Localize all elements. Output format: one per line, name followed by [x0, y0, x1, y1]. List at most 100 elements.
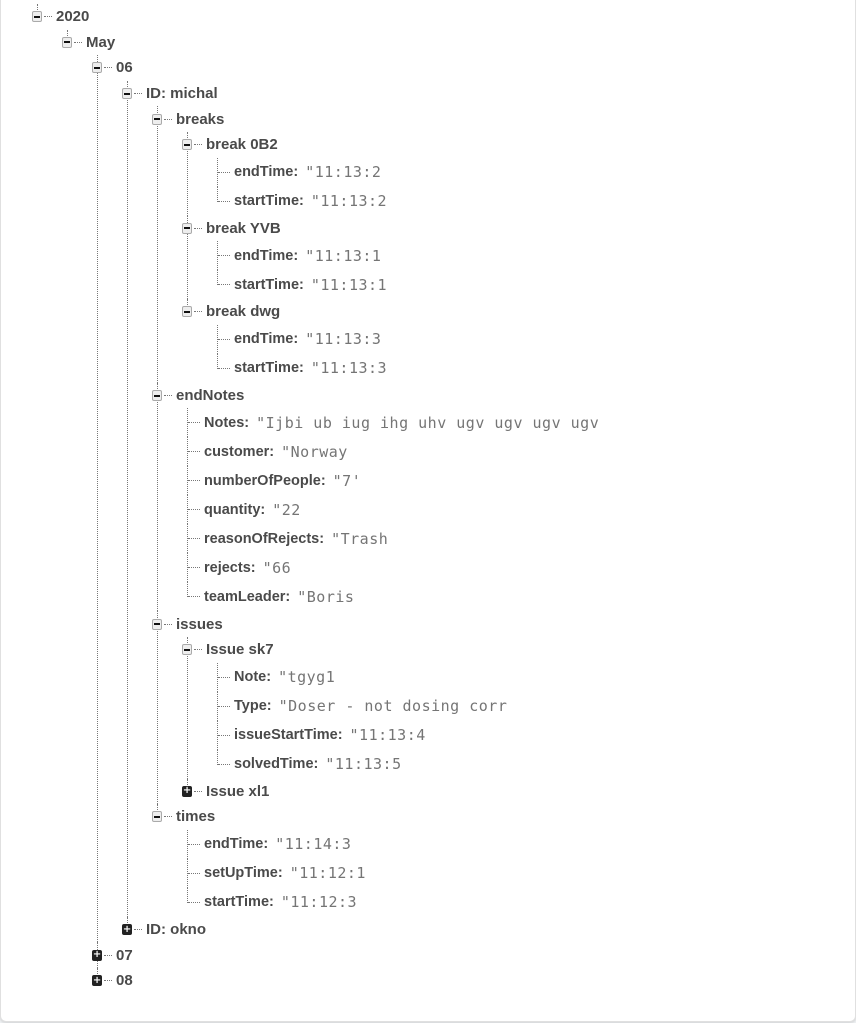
node-key[interactable]: break dwg: [206, 303, 281, 321]
field-value[interactable]: "Norway: [281, 442, 348, 461]
collapse-icon[interactable]: [152, 811, 162, 823]
field-starttime: startTime:"11:13:1: [212, 270, 599, 299]
node-key[interactable]: breaks: [176, 110, 225, 128]
node-key[interactable]: ID: okno: [146, 921, 206, 939]
node-issue-xl1[interactable]: Issue xl1: [182, 778, 599, 805]
field-quantity: quantity:"22: [182, 495, 599, 525]
field-value[interactable]: "tgyg1: [278, 668, 336, 687]
field-value[interactable]: "11:13:2: [310, 192, 388, 211]
expand-icon[interactable]: [122, 924, 132, 936]
expand-icon[interactable]: [92, 975, 102, 987]
field-value[interactable]: "11:12:1: [289, 864, 366, 883]
field-value[interactable]: "11:13:1: [305, 246, 382, 265]
node-key[interactable]: 2020: [56, 8, 90, 26]
collapse-icon[interactable]: [62, 36, 72, 48]
node-row[interactable]: May: [62, 30, 599, 56]
field-value[interactable]: "22: [272, 500, 301, 519]
collapse-icon[interactable]: [182, 139, 192, 151]
collapse-icon[interactable]: [182, 222, 192, 234]
field-value[interactable]: "11:13:1: [310, 275, 388, 294]
field-value[interactable]: "66: [262, 558, 292, 577]
field-row: reasonOfRejects:"Trash: [182, 524, 599, 553]
collapse-icon[interactable]: [152, 618, 162, 630]
node-row[interactable]: 07: [92, 942, 599, 968]
connector-line: [164, 623, 172, 625]
field-key: numberOfPeople:: [204, 472, 326, 489]
node-row[interactable]: 2020: [32, 4, 599, 30]
node-row[interactable]: breaks: [152, 106, 599, 132]
field-row: endTime: "11:13:3: [212, 325, 599, 354]
field-value[interactable]: "Boris: [297, 587, 355, 606]
field-value[interactable]: "11:13:2: [305, 163, 382, 182]
node-08[interactable]: 08: [92, 967, 599, 994]
field-value[interactable]: "7': [332, 471, 362, 490]
node-row[interactable]: break YVB: [182, 216, 599, 242]
field-starttime: startTime:"11:13:3: [212, 353, 599, 383]
node-row[interactable]: times: [152, 804, 599, 830]
field-row: endTime:"11:13:2: [212, 158, 599, 187]
node-row[interactable]: break 0B2: [182, 132, 599, 158]
field-row: startTime:"11:13:2: [212, 187, 599, 216]
node-row[interactable]: issues: [152, 611, 599, 637]
expand-icon[interactable]: [182, 785, 192, 797]
node-key[interactable]: 06: [116, 59, 133, 77]
field-value[interactable]: "11:13:5: [325, 755, 402, 774]
node-key[interactable]: Issue xl1: [206, 782, 270, 800]
field-key: issueStartTime:: [234, 727, 343, 744]
node-key[interactable]: May: [86, 33, 116, 51]
collapse-icon[interactable]: [122, 88, 132, 100]
field-value[interactable]: "Ijbi ub iug ihg uhv ugv ugv ugv ugv: [256, 413, 600, 432]
field-value[interactable]: "Doser - not dosing corr: [278, 697, 508, 716]
node-row[interactable]: 06: [92, 55, 599, 81]
node-row[interactable]: Issue sk7: [182, 637, 599, 663]
node-row[interactable]: Issue xl1: [182, 779, 599, 805]
node-id-okno[interactable]: ID: okno: [122, 916, 599, 943]
field-value[interactable]: "11:12:3: [280, 893, 358, 912]
collapse-icon[interactable]: [152, 390, 162, 402]
field-value[interactable]: "Trash: [331, 529, 389, 548]
connector-line: [188, 901, 200, 903]
node-row[interactable]: ID: michal: [122, 81, 599, 107]
node-key[interactable]: ID: michal: [146, 85, 218, 103]
node-row[interactable]: 08: [92, 968, 599, 994]
node-key[interactable]: 07: [116, 946, 133, 964]
field-key: endTime:: [234, 247, 299, 264]
node-key[interactable]: endNotes: [176, 387, 245, 405]
field-key: endTime:: [234, 331, 299, 348]
collapse-icon[interactable]: [32, 11, 42, 23]
field-value[interactable]: "11:13:3: [310, 359, 388, 378]
node-key[interactable]: Issue sk7: [206, 641, 274, 659]
collapse-icon[interactable]: [182, 644, 192, 656]
field-row: teamLeader:"Boris: [182, 582, 599, 611]
connector-line: [44, 16, 52, 18]
node-key[interactable]: break YVB: [206, 219, 281, 237]
field-value[interactable]: "11:13:4: [349, 726, 426, 745]
node-key[interactable]: times: [176, 808, 216, 826]
node-key[interactable]: 08: [116, 972, 133, 990]
node-key[interactable]: break 0B2: [206, 136, 278, 154]
expand-icon[interactable]: [92, 949, 102, 961]
node-row[interactable]: break dwg: [182, 299, 599, 325]
node-row[interactable]: ID: okno: [122, 917, 599, 943]
collapse-icon[interactable]: [182, 306, 192, 318]
node-key[interactable]: issues: [176, 615, 223, 633]
collapse-icon[interactable]: [152, 113, 162, 125]
field-value[interactable]: "11:13:3: [305, 330, 382, 349]
field-value[interactable]: "11:14:3: [275, 835, 352, 854]
node-row[interactable]: endNotes: [152, 383, 599, 409]
node-07[interactable]: 07: [92, 942, 599, 968]
collapse-icon[interactable]: [92, 62, 102, 74]
